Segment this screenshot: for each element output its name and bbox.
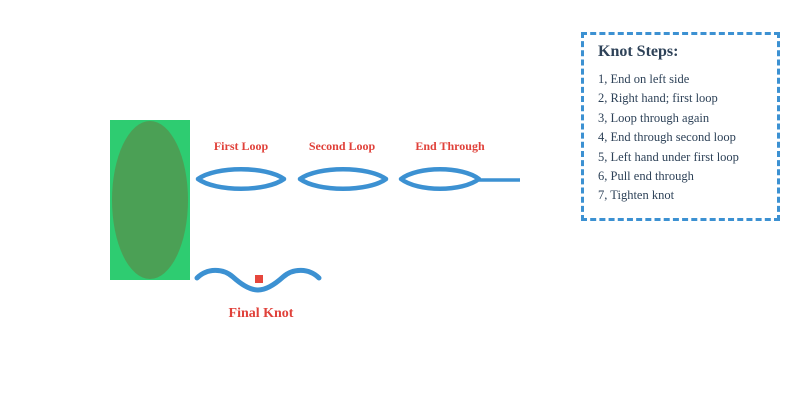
final-knot-rope-shape: [194, 267, 322, 293]
knot-step-1: 1, End on left side: [598, 72, 690, 86]
knot-steps-panel: Knot Steps: 1, End on left side 2, Right…: [581, 32, 780, 221]
knot-steps-list: 1, End on left side 2, Right hand; first…: [598, 70, 769, 206]
knot-step-2: 2, Right hand; first loop: [598, 91, 718, 106]
final-knot-label: Final Knot: [228, 306, 294, 321]
knot-step-5: 5, Left hand under first loop: [598, 149, 739, 164]
first-loop-shape: [195, 167, 287, 191]
knot-step-4: 4, End through second loop: [598, 130, 736, 145]
knot-step-7: 7, Tighten knot: [598, 188, 675, 203]
second-loop-label: Second Loop: [308, 139, 376, 153]
knot-step-3: 3, Loop through again: [598, 110, 710, 125]
end-through-loop-shape: [398, 167, 482, 191]
rope-spool-ellipse: [112, 121, 188, 279]
end-through-label: End Through: [415, 139, 485, 153]
first-loop-label: First Loop: [213, 139, 269, 153]
second-loop-shape: [297, 167, 389, 191]
rope-spool: [110, 120, 190, 280]
knot-steps-title: Knot Steps:: [598, 43, 679, 60]
knot-step-6: 6, Pull end through: [598, 169, 694, 184]
knot-center-dot: [255, 275, 263, 283]
